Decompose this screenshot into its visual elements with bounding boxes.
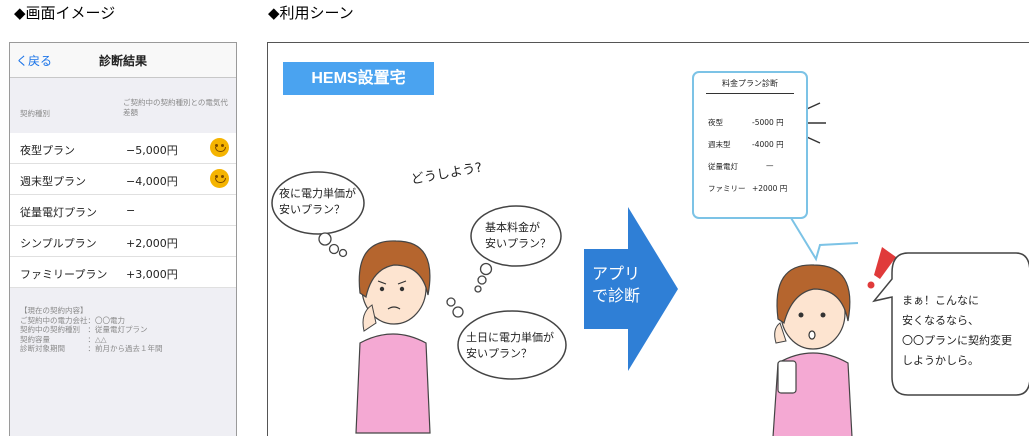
back-button[interactable]: く戻る bbox=[16, 54, 53, 68]
card-item-value: -4000 円 bbox=[752, 140, 784, 149]
thought-line: 安いプラン？ bbox=[485, 237, 551, 250]
contract-line: 契約中の契約種別 ：従量電灯プラン bbox=[20, 325, 148, 334]
thought-dot bbox=[479, 262, 493, 276]
speech-line: 〇〇プランに契約変更 bbox=[902, 334, 1012, 347]
thought-dot bbox=[474, 285, 482, 293]
contract-line: 契約容量 ：△△ bbox=[20, 334, 107, 344]
card-pointer bbox=[787, 212, 859, 262]
card-divider bbox=[706, 93, 794, 94]
plan-row-family[interactable]: ファミリープラン +3,000円 bbox=[10, 257, 236, 288]
arrow-line: アプリ bbox=[592, 264, 641, 283]
plan-row-metered[interactable]: 従量電灯プラン − bbox=[10, 195, 236, 226]
plan-name: 週末型プラン bbox=[20, 175, 86, 188]
phone-screen: く戻る 診断結果 契約種別 ご契約中の契約種別との電気代差額 夜型プラン −5,… bbox=[9, 42, 237, 436]
speech-line: まぁ！こんなに bbox=[902, 294, 979, 307]
thought-dot bbox=[477, 275, 487, 285]
plan-row-simple[interactable]: シンプルプラン +2,000円 bbox=[10, 226, 236, 257]
thought-bubble-weekend bbox=[457, 310, 567, 380]
arrow-shape bbox=[584, 207, 678, 371]
plan-row-night[interactable]: 夜型プラン −5,000円 bbox=[10, 133, 236, 164]
thought-line: 土日に電力単価が bbox=[466, 331, 554, 344]
thought-bubble-base bbox=[470, 205, 562, 267]
plan-name: 従量電灯プラン bbox=[20, 206, 97, 219]
card-item-label: 夜型 bbox=[708, 118, 723, 127]
surprised-woman-illustration bbox=[772, 264, 853, 436]
arrow-label: アプリ で診断 bbox=[592, 263, 640, 307]
arrow-line: で診断 bbox=[592, 286, 641, 305]
contract-line: ご契約中の電力会社：〇〇電力 bbox=[20, 315, 125, 325]
thought-dot bbox=[318, 232, 332, 246]
plan-difference: +3,000円 bbox=[126, 268, 178, 281]
thought-dot bbox=[446, 297, 456, 307]
speech-text: まぁ！こんなに 安くなるなら、 〇〇プランに契約変更 しようかしら。 bbox=[902, 291, 1012, 371]
thought-dot bbox=[328, 243, 340, 255]
plan-row-weekend[interactable]: 週末型プラン −4,000円 bbox=[10, 164, 236, 195]
thought-night-text: 夜に電力単価が 安いプラン？ bbox=[279, 186, 356, 218]
thought-line: 安いプラン？ bbox=[279, 203, 345, 216]
column-header: 契約種別 ご契約中の契約種別との電気代差額 bbox=[10, 78, 236, 133]
plan-diagnosis-card: 料金プラン診断 夜型 -5000 円 週末型 -4000 円 従量電灯 — ファ… bbox=[692, 71, 808, 219]
contract-line: 診断対象期間 ：前月から過去１年間 bbox=[20, 344, 163, 353]
current-contract-info: 【現在の契約内容】 ご契約中の電力会社：〇〇電力 契約中の契約種別 ：従量電灯プ… bbox=[10, 288, 236, 354]
speech-line: しようかしら。 bbox=[902, 354, 979, 367]
speech-line: 安くなるなら、 bbox=[902, 314, 979, 327]
thought-line: 安いプラン？ bbox=[466, 347, 532, 360]
card-item-value: — bbox=[766, 161, 774, 170]
plan-difference: −5,000円 bbox=[126, 144, 178, 157]
usage-scene-title: ◆利用シーン bbox=[268, 4, 354, 22]
thought-dot bbox=[452, 306, 464, 318]
usage-scene: HEMS設置宅 bbox=[267, 42, 1029, 436]
thought-line: 夜に電力単価が bbox=[279, 187, 356, 200]
plan-name: 夜型プラン bbox=[20, 144, 75, 157]
card-item-label: ファミリー bbox=[708, 184, 746, 193]
thought-base-text: 基本料金が 安いプラン？ bbox=[485, 220, 551, 252]
thought-line: 基本料金が bbox=[485, 221, 540, 234]
nav-bar: く戻る 診断結果 bbox=[10, 43, 236, 78]
scene-illustration bbox=[271, 102, 1029, 436]
plan-name: シンプルプラン bbox=[20, 237, 97, 250]
card-item-value: -5000 円 bbox=[752, 118, 784, 127]
hems-label: HEMS設置宅 bbox=[283, 62, 434, 95]
thought-weekend-text: 土日に電力単価が 安いプラン？ bbox=[466, 330, 554, 362]
card-title: 料金プラン診断 bbox=[722, 79, 778, 88]
column-header-plan: 契約種別 bbox=[20, 109, 50, 118]
smiley-icon bbox=[210, 138, 229, 157]
card-item-label: 週末型 bbox=[708, 140, 731, 149]
plan-difference: +2,000円 bbox=[126, 237, 178, 250]
thought-dot bbox=[338, 248, 348, 258]
exclamation-icon bbox=[867, 247, 896, 289]
contract-line: 【現在の契約内容】 bbox=[20, 306, 88, 315]
card-item-label: 従量電灯 bbox=[708, 162, 738, 171]
page-title: 診断結果 bbox=[98, 54, 147, 68]
worried-woman-illustration bbox=[355, 240, 431, 434]
screen-image-title: ◆画面イメージ bbox=[14, 4, 116, 22]
thought-bubble-night bbox=[271, 171, 365, 235]
plan-difference: −4,000円 bbox=[126, 175, 178, 188]
column-header-difference: ご契約中の契約種別との電気代差額 bbox=[123, 98, 228, 117]
smiley-icon bbox=[210, 169, 229, 188]
plan-difference: − bbox=[126, 204, 136, 217]
card-item-value: +2000 円 bbox=[752, 184, 788, 193]
plan-name: ファミリープラン bbox=[20, 268, 108, 281]
